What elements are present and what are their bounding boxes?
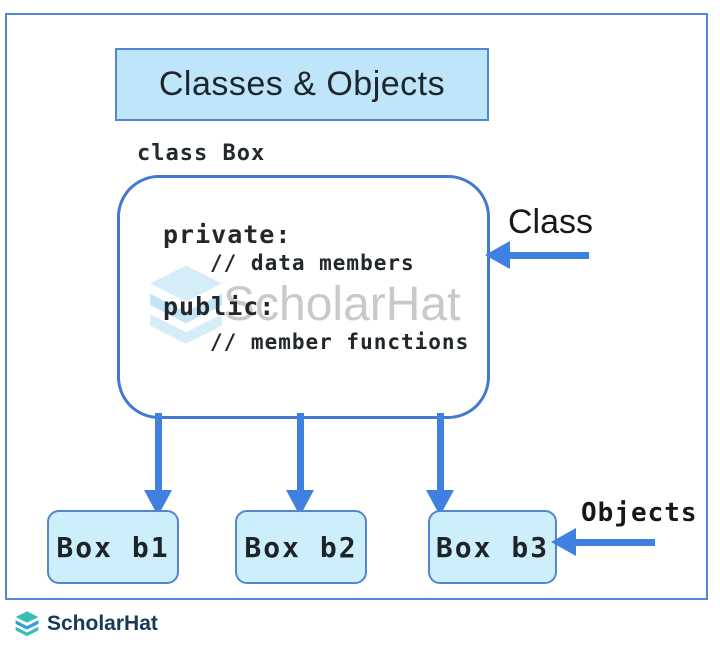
class-declaration-label: class Box xyxy=(137,141,266,166)
watermark: ScholarHat xyxy=(145,262,460,346)
arrow-shaft xyxy=(296,413,304,490)
arrow-shaft xyxy=(154,413,162,490)
object-box-b1: Box b1 xyxy=(47,510,179,584)
arrow-shaft xyxy=(576,538,655,546)
class-annotation-label: Class xyxy=(508,203,594,241)
scholarhat-logo-icon xyxy=(15,611,39,637)
instantiation-arrow-1 xyxy=(144,413,172,516)
arrowhead-left-icon xyxy=(485,241,510,269)
footer-brand-text: ScholarHat xyxy=(47,611,158,635)
watermark-text: ScholarHat xyxy=(223,277,461,331)
member-functions-comment: // member functions xyxy=(210,330,470,354)
diagram-title: Classes & Objects xyxy=(158,65,446,103)
objects-pointer-arrow xyxy=(551,528,655,556)
data-members-comment: // data members xyxy=(210,251,415,275)
arrowhead-left-icon xyxy=(551,528,576,556)
objects-annotation-label: Objects xyxy=(581,498,698,528)
class-pointer-arrow xyxy=(485,241,589,269)
footer-brand: ScholarHat xyxy=(14,610,158,637)
object-box-b2: Box b2 xyxy=(235,510,367,584)
diagram-title-box: Classes & Objects xyxy=(115,48,489,121)
private-section-label: private: xyxy=(163,220,292,249)
arrow-shaft xyxy=(510,251,589,259)
scholarhat-watermark-icon xyxy=(150,265,222,344)
object-box-b3: Box b3 xyxy=(428,510,557,584)
instantiation-arrow-2 xyxy=(286,413,314,516)
arrow-shaft xyxy=(436,413,444,490)
public-section-label: public: xyxy=(163,292,276,321)
instantiation-arrow-3 xyxy=(426,413,454,516)
